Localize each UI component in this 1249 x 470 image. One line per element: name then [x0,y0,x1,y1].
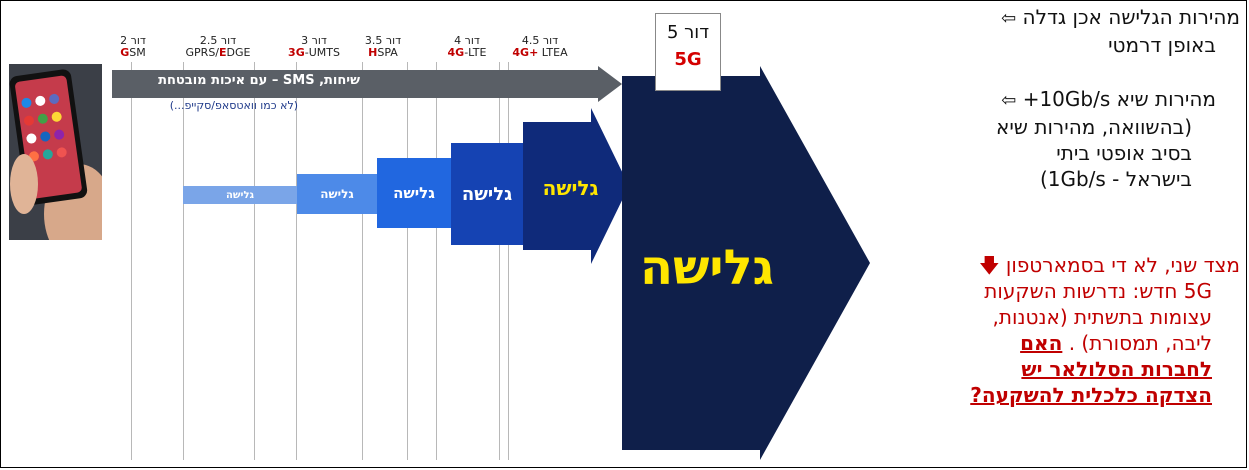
bullet-investment-line2: 5G חדש: נדרשות השקעות [984,279,1212,303]
gen-label-4-5g: דור 4.5 4G+ LTEA [512,34,568,59]
timeline-line-3g-b [296,62,297,460]
timeline-line-3g [254,62,255,460]
browse-arrow-5g [622,66,870,460]
bullet-peak: מהירות שיא 10Gb/s+ ⇦ (בהשוואה, מהירות שי… [860,86,1216,192]
bullet-investment-line4: ליבה, תמסורת) . [1068,331,1212,355]
timeline-line-3-5g [362,62,363,460]
smartphone-image [9,64,102,240]
bullet-investment-line3: עצומות בתשתית (אנטנות, [992,305,1212,329]
timeline-line-2-5g [183,62,184,460]
bullet-peak-line2: (בהשוואה, מהירות שיא [995,115,1192,139]
bullet-peak-line1: מהירות שיא 10Gb/s+ [1022,87,1216,111]
gen-label-2-5g: דור 2.5 GPRS/EDGE [185,34,251,59]
timeline-line-4-5g-b [508,62,509,460]
browse-arrow-4-5g [523,108,629,264]
bullet-speed-line2: באופן דרמטי [1108,33,1216,57]
big-browse-label: גלישה [640,240,774,296]
question-part2: לחברות הסלולאר יש [1021,357,1212,381]
gen5-label: דור 5 [666,22,710,43]
gen-label-3-5g: דור 3.5 HSPA [364,34,402,59]
browse-label-4-5g: גלישה [542,176,599,200]
gen-label-2g: דור 2 GSM [120,34,146,59]
bullet-investment-line1: מצד שני, לא די בסמארטפון [1005,253,1240,277]
bullet-speed-line1: מהירות הגלישה אכן גדלה [1022,5,1240,29]
gen5-tech: 5G [674,49,702,70]
gen-label-4g: דור 4 4G-LTE [447,34,487,59]
question-part3: הצדקה כלכלית להשקעה? [970,383,1212,407]
browse-block-3g: גלישה [297,174,377,214]
bullet-peak-line4: בישראל - 1Gb/s) [1039,167,1192,191]
bullet-speed: מהירות הגלישה אכן גדלה ⇦ באופן דרמטי [878,4,1240,58]
timeline-line-4g-b [436,62,437,460]
browse-block-4g: גלישה [451,143,523,245]
bullet-peak-line3: בסיב אופטי ביתי [1056,141,1192,165]
timeline-line-4-5g [499,62,500,460]
sms-arrow-label: שיחות, SMS – עם איכות מובטחת [158,73,360,88]
sms-note: (לא כמו וואטסאפ/סקייפ...) [169,99,298,112]
browse-block-2-5g: גלישה [183,186,297,204]
gen-label-3g: דור 3 3G-UMTS [288,34,340,59]
sms-arrow [112,66,622,102]
timeline-line-2g [131,62,132,460]
arrow-bullet-icon: ⇦ [1001,8,1017,29]
bullet-investment: מצד שני, לא די בסמארטפון 🡇 5G חדש: נדרשו… [858,252,1240,408]
browse-block-3-5g: גלישה [377,158,451,228]
down-arrow-icon: 🡇 [979,253,1000,277]
question-part1: האם [1020,331,1063,355]
gen5-box: דור 5 5G [655,13,721,91]
arrow-bullet-icon: ⇦ [1001,90,1017,111]
timeline-line-4g [407,62,408,460]
